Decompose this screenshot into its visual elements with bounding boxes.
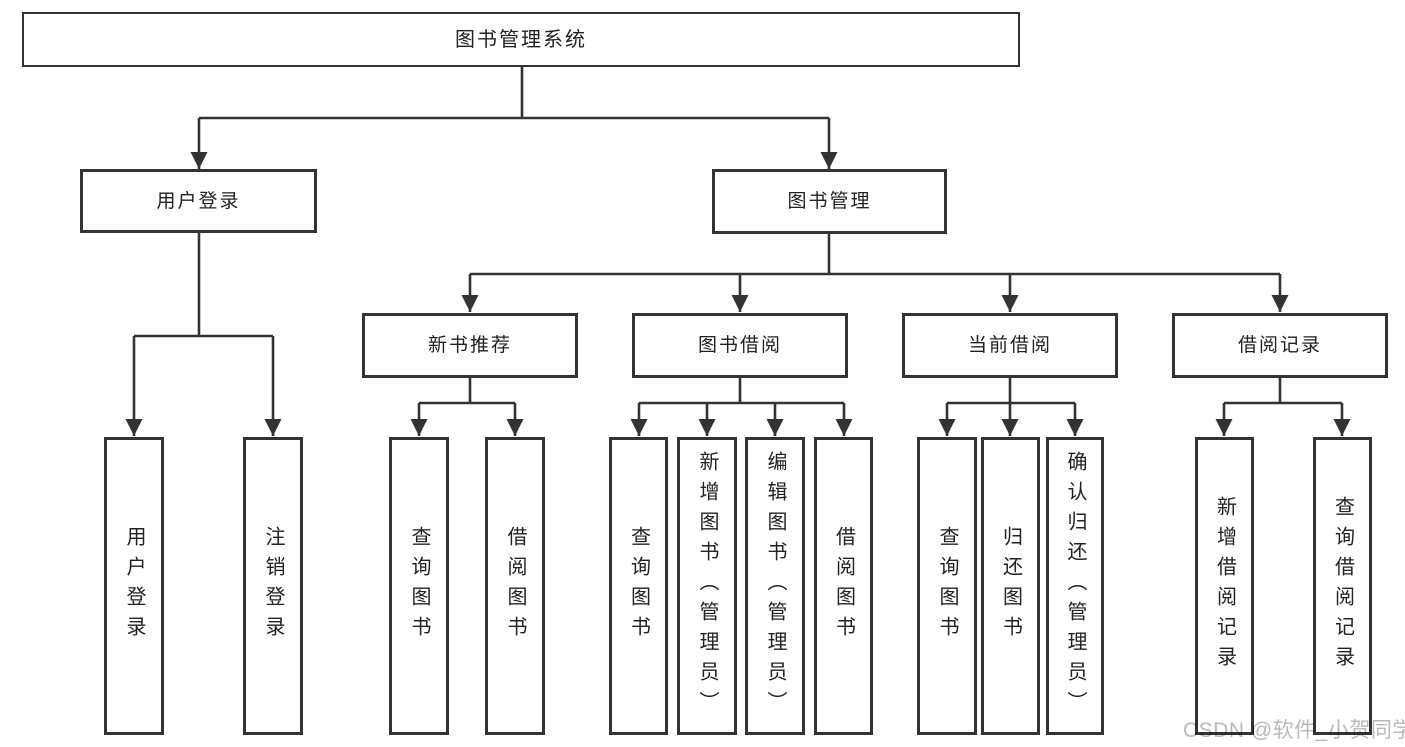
leaf-logout-label: 注销登录 bbox=[262, 526, 284, 646]
leaf-borrow-book-recommend: 借阅图书 bbox=[485, 437, 545, 735]
leaf-add-book-admin: 新增图书（管理员） bbox=[677, 437, 737, 735]
leaf-edit-book-admin-label: 编辑图书（管理员） bbox=[764, 451, 786, 721]
leaf-query-borrow-record: 查询借阅记录 bbox=[1313, 437, 1372, 735]
node-book-borrow: 图书借阅 bbox=[632, 313, 848, 378]
node-book-management: 图书管理 bbox=[712, 169, 947, 234]
leaf-borrow-book: 借阅图书 bbox=[814, 437, 873, 735]
leaf-logout: 注销登录 bbox=[243, 437, 303, 735]
leaf-borrow-book-recommend-label: 借阅图书 bbox=[504, 526, 526, 646]
leaf-user-login-label: 用户登录 bbox=[123, 526, 145, 646]
leaf-confirm-return-admin-label: 确认归还（管理员） bbox=[1064, 451, 1086, 721]
node-root-system: 图书管理系统 bbox=[22, 12, 1020, 67]
node-new-book-recommend-label: 新书推荐 bbox=[427, 335, 512, 356]
leaf-query-book-current: 查询图书 bbox=[917, 437, 977, 735]
leaf-query-book-recommend-label: 查询图书 bbox=[408, 526, 430, 646]
node-book-management-label: 图书管理 bbox=[787, 191, 872, 212]
leaf-add-borrow-record: 新增借阅记录 bbox=[1195, 437, 1254, 735]
leaf-add-book-admin-label: 新增图书（管理员） bbox=[696, 451, 718, 721]
leaf-query-book-borrow-label: 查询图书 bbox=[627, 526, 650, 646]
node-current-borrow-label: 当前借阅 bbox=[967, 335, 1052, 356]
leaf-add-borrow-record-label: 新增借阅记录 bbox=[1213, 496, 1236, 676]
leaf-query-book-current-label: 查询图书 bbox=[936, 526, 958, 646]
leaf-borrow-book-label: 借阅图书 bbox=[832, 526, 855, 646]
leaf-query-book-borrow: 查询图书 bbox=[609, 437, 668, 735]
node-current-borrow: 当前借阅 bbox=[902, 313, 1118, 378]
node-book-borrow-label: 图书借阅 bbox=[697, 335, 782, 356]
leaf-confirm-return-admin: 确认归还（管理员） bbox=[1046, 437, 1104, 735]
leaf-return-book: 归还图书 bbox=[981, 437, 1040, 735]
node-user-login-label: 用户登录 bbox=[156, 190, 241, 212]
leaf-query-borrow-record-label: 查询借阅记录 bbox=[1331, 496, 1354, 676]
leaf-return-book-label: 归还图书 bbox=[999, 526, 1022, 646]
leaf-query-book-recommend: 查询图书 bbox=[389, 437, 449, 735]
node-borrow-records: 借阅记录 bbox=[1172, 313, 1388, 378]
leaf-edit-book-admin: 编辑图书（管理员） bbox=[745, 437, 805, 735]
node-borrow-records-label: 借阅记录 bbox=[1237, 335, 1322, 356]
csdn-watermark: CSDN @软件_小贺同学 bbox=[1183, 719, 1405, 742]
node-user-login: 用户登录 bbox=[80, 169, 317, 233]
node-root-label: 图书管理系统 bbox=[455, 28, 587, 51]
node-new-book-recommend: 新书推荐 bbox=[362, 313, 578, 378]
leaf-user-login: 用户登录 bbox=[104, 437, 164, 735]
